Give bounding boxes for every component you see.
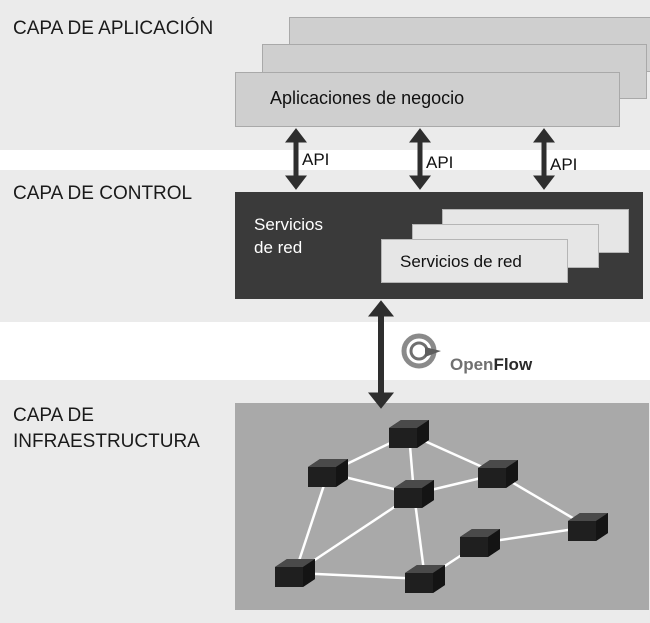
api-label-left: API: [302, 150, 330, 169]
business-applications-card: Aplicaciones de negocio: [235, 72, 620, 127]
openflow-label-flow: Flow: [493, 355, 533, 374]
link: [293, 472, 330, 574]
switch-icon: [275, 559, 315, 587]
link: [294, 571, 426, 581]
api-arrow-right: [532, 128, 556, 190]
network-links: [293, 432, 589, 581]
control-layer-label: CAPA DE CONTROL: [13, 183, 193, 204]
switch-icon: [308, 459, 348, 487]
switch-icon: [478, 460, 518, 488]
application-layer-label: CAPA DE APLICACIÓN: [13, 18, 214, 39]
openflow-arrow: [367, 300, 395, 409]
api-label-middle: API: [426, 153, 454, 172]
network-services-card: Servicios de red: [381, 239, 568, 283]
switch-icon: [394, 480, 434, 508]
switch-icon: [568, 513, 608, 541]
network-services-card-label: Servicios de red: [400, 252, 522, 271]
switch-icon: [405, 565, 445, 593]
api-arrow-left: [284, 128, 308, 190]
api-label-right: API: [550, 155, 578, 174]
switch-icon: [460, 529, 500, 557]
infrastructure-layer-label: CAPA DE INFRAESTRUCTURA: [13, 405, 200, 452]
link: [412, 493, 427, 580]
openflow-logo-icon: [401, 333, 441, 369]
network-services-title: Servicios de red: [254, 215, 323, 257]
business-applications-label: Aplicaciones de negocio: [270, 88, 465, 108]
api-arrow-middle: [408, 128, 432, 190]
openflow-label-open: Open: [450, 355, 494, 374]
openflow-label: OpenFlow: [450, 355, 532, 375]
switch-icon: [389, 420, 429, 448]
network-switches: [275, 420, 608, 593]
